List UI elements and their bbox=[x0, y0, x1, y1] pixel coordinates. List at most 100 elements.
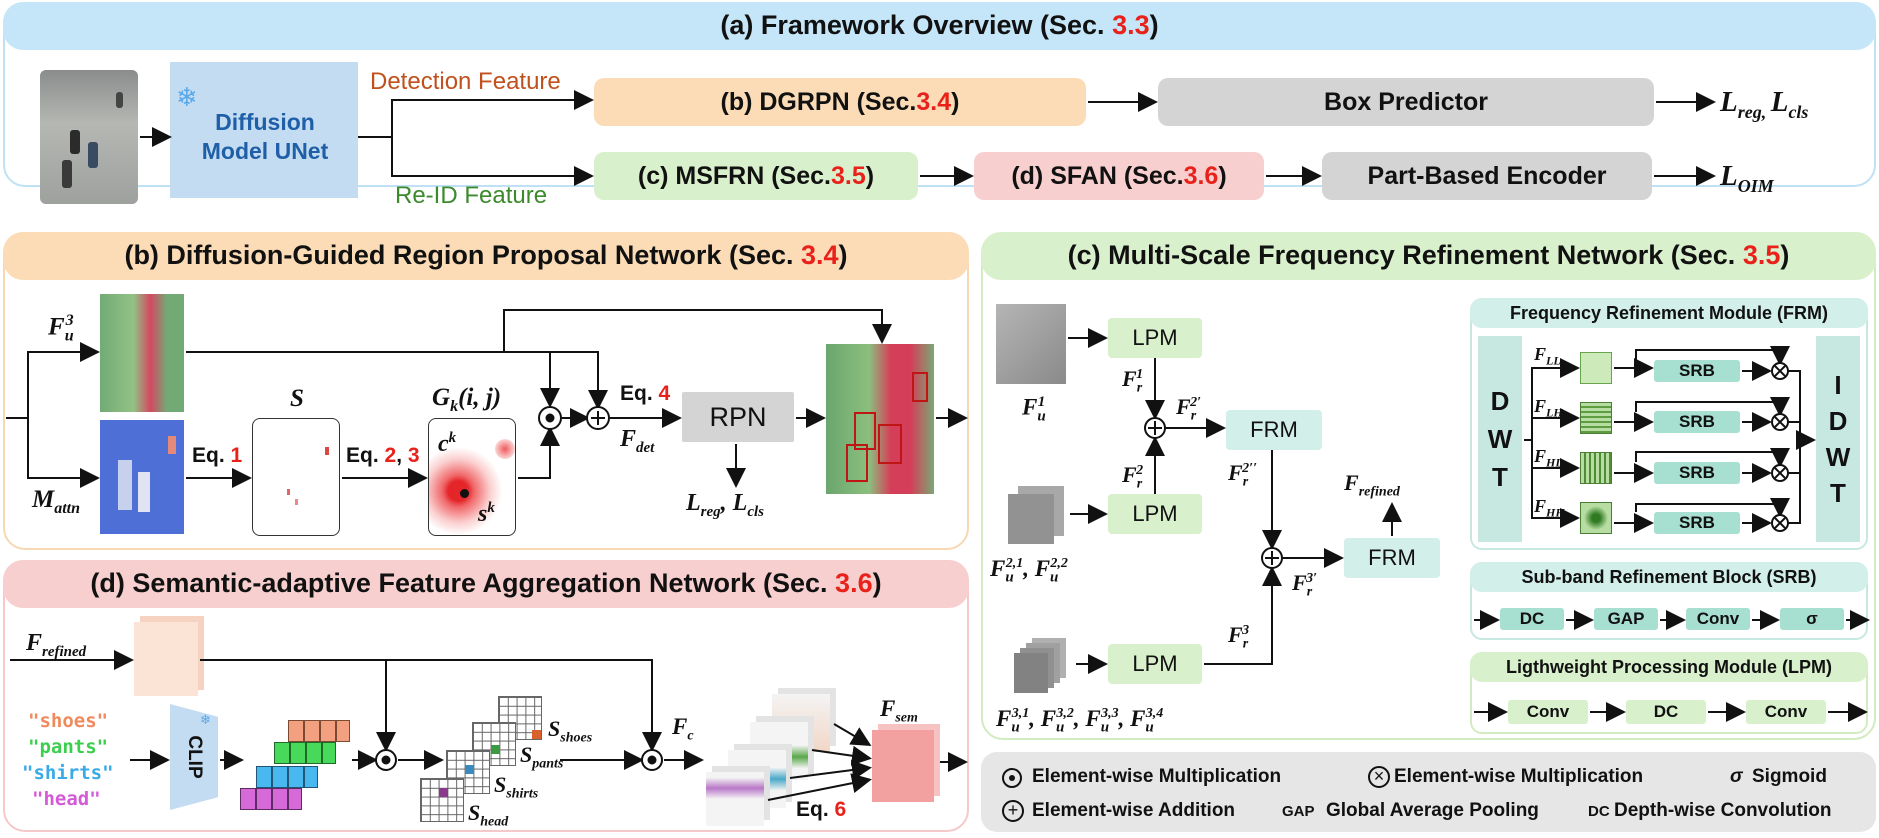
srb-chip-2: SRB bbox=[1654, 411, 1740, 433]
fu1-cube bbox=[996, 304, 1066, 384]
subband-lh-cube bbox=[1580, 402, 1612, 434]
subband-hh-cube bbox=[1580, 502, 1612, 534]
frefined-feature-block bbox=[134, 622, 198, 696]
legend-dot-mult: Element-wise Multiplication bbox=[1032, 766, 1282, 787]
fsem-label: Fsem bbox=[880, 696, 918, 726]
cross-mult-icon: × bbox=[1368, 766, 1390, 788]
add-icon: + bbox=[1002, 800, 1024, 822]
sfan-frefined-label: Frefined bbox=[26, 630, 87, 660]
backbone-label: Diffusion Model UNet bbox=[201, 109, 329, 164]
loss-oim: LOIM bbox=[1720, 160, 1774, 196]
fu2-cubes bbox=[1008, 486, 1068, 546]
ck-label: ck bbox=[438, 430, 457, 457]
lpm-block-3: LPM bbox=[1108, 644, 1202, 684]
subband-hh-label: FHH bbox=[1534, 496, 1565, 520]
fr2pp-label: Fr2′′ bbox=[1228, 460, 1258, 490]
srb-dc-chip: DC bbox=[1500, 608, 1564, 630]
proposal-output-image bbox=[826, 344, 934, 494]
s-shirts-label: Sshirts bbox=[494, 772, 539, 802]
legend-dc: Depth-wise Convolution bbox=[1614, 800, 1832, 821]
lpm-block-2: LPM bbox=[1108, 494, 1202, 534]
legend-gap: Global Average Pooling bbox=[1326, 800, 1539, 821]
gaussian-map-box bbox=[428, 418, 516, 536]
subband-ll-label: FLL bbox=[1534, 344, 1561, 368]
fr2p-label: Fr2′ bbox=[1176, 394, 1202, 424]
eq1-label: Eq. 1 bbox=[192, 444, 243, 467]
mattn-label: Mattn bbox=[32, 486, 81, 517]
fc-label: Fc bbox=[672, 714, 694, 744]
sk-label: sk bbox=[478, 500, 495, 527]
eq4-label: Eq. 4 bbox=[620, 382, 671, 405]
lpm-block-1: LPM bbox=[1108, 318, 1202, 358]
fsem-feature-block bbox=[872, 730, 934, 802]
overview-title: (a) Framework Overview (Sec. 3.3) bbox=[3, 2, 1876, 50]
subband-ll-cube bbox=[1580, 352, 1612, 384]
dot-mult-icon bbox=[1002, 768, 1022, 788]
input-crowd-image bbox=[40, 70, 138, 204]
dwt-block: D W T bbox=[1478, 336, 1522, 542]
rpn-block: RPN bbox=[682, 392, 794, 442]
sfan-title: (d) Semantic-adaptive Feature Aggregatio… bbox=[3, 560, 969, 608]
legend-panel bbox=[981, 752, 1876, 832]
dgrpn-block: (b) DGRPN (Sec. 3.4) bbox=[594, 78, 1086, 126]
srb-chip-4: SRB bbox=[1654, 512, 1740, 534]
part-based-encoder-block: Part-Based Encoder bbox=[1322, 152, 1652, 200]
fu2-label: Fu2,1, Fu2,2 bbox=[990, 556, 1068, 586]
legend-sigma-symbol: σ bbox=[1730, 766, 1743, 787]
fu3-label: Fu3 bbox=[48, 312, 74, 345]
s-map-box bbox=[252, 418, 340, 536]
word-shoes: "shoes" bbox=[28, 710, 109, 732]
sfan-block: (d) SFAN (Sec. 3.6) bbox=[974, 152, 1264, 200]
eq23-label: Eq. 2, 3 bbox=[346, 444, 420, 467]
fr1-label: Fr1 bbox=[1122, 366, 1144, 396]
word-head: "head" bbox=[32, 788, 101, 810]
s-pants-label: Spants bbox=[520, 742, 564, 772]
similarity-grid-shirts bbox=[446, 750, 490, 794]
attention-map-image bbox=[100, 420, 184, 534]
feature-map-image bbox=[100, 294, 184, 412]
fr3-label: Fr3 bbox=[1228, 622, 1250, 652]
detection-feature-label: Detection Feature bbox=[370, 68, 561, 95]
srb-sigma-chip: σ bbox=[1780, 608, 1844, 630]
frm-block-2: FRM bbox=[1344, 538, 1440, 578]
fu1-label: Fu1 bbox=[1022, 394, 1046, 425]
legend-dc-abbr: DC bbox=[1588, 803, 1610, 820]
srb-gap-chip: GAP bbox=[1594, 608, 1658, 630]
lpm-conv2-chip: Conv bbox=[1746, 700, 1826, 724]
idwt-block: I D W T bbox=[1816, 336, 1860, 542]
legend-add: Element-wise Addition bbox=[1032, 800, 1236, 821]
s-head-label: Shead bbox=[468, 800, 509, 830]
lpm-detail-title: Ligthweight Processing Module (LPM) bbox=[1470, 652, 1868, 682]
similarity-grid-head bbox=[420, 778, 464, 822]
part-feature-1 bbox=[706, 772, 764, 826]
subband-hl-cube bbox=[1580, 452, 1612, 484]
fu3-scale-label: Fu3,1, Fu3,2, Fu3,3, Fu3,4 bbox=[996, 706, 1164, 736]
embedding-head bbox=[240, 788, 302, 810]
srb-chip-1: SRB bbox=[1654, 360, 1740, 382]
embedding-pants bbox=[274, 742, 336, 764]
lpm-conv1-chip: Conv bbox=[1508, 700, 1588, 724]
eq6-label: Eq. 6 bbox=[796, 798, 847, 821]
fr2-label: Fr2 bbox=[1122, 462, 1144, 492]
legend-gap-abbr: GAP bbox=[1282, 803, 1315, 820]
rpn-loss-label: Lreg, Lcls bbox=[686, 490, 765, 520]
fu3-cubes bbox=[1014, 638, 1074, 694]
lpm-dc-chip: DC bbox=[1626, 700, 1706, 724]
gk-label: Gk(i, j) bbox=[432, 384, 502, 415]
frm-block-1: FRM bbox=[1226, 410, 1322, 450]
fdet-label: Fdet bbox=[620, 426, 655, 456]
msfrn-title: (c) Multi-Scale Frequency Refinement Net… bbox=[981, 232, 1876, 280]
subband-hl-label: FHL bbox=[1534, 446, 1563, 470]
snowflake-icon: ❄ bbox=[176, 82, 198, 112]
frm-detail-title: Frequency Refinement Module (FRM) bbox=[1470, 298, 1868, 328]
loss-reg-cls: Lreg, Lcls bbox=[1720, 86, 1809, 122]
srb-detail-title: Sub-band Refinement Block (SRB) bbox=[1470, 562, 1868, 592]
msfrn-block: (c) MSFRN (Sec. 3.5) bbox=[594, 152, 918, 200]
word-shirts: "shirts" bbox=[22, 762, 114, 784]
srb-conv-chip: Conv bbox=[1686, 608, 1750, 630]
frefined-label: Frefined bbox=[1344, 470, 1400, 500]
legend-cross-mult: Element-wise Multiplication bbox=[1394, 766, 1644, 787]
legend-sigmoid: Sigmoid bbox=[1752, 766, 1827, 787]
fr3p-label: Fr3′ bbox=[1292, 570, 1318, 600]
embedding-shoes bbox=[288, 720, 350, 742]
